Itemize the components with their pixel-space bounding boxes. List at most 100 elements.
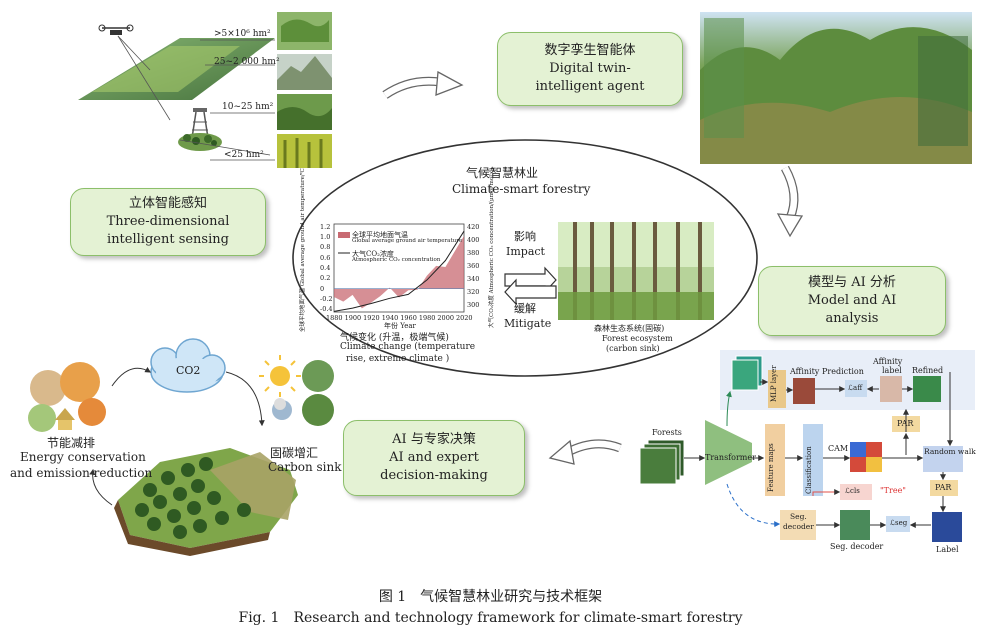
- energy-label-en2: and emission reduction: [10, 466, 153, 480]
- chart-legend-temp-en: Global average ground air temperature: [352, 238, 463, 244]
- legend-swatch-temperature: [338, 232, 350, 238]
- co2-line: [333, 230, 465, 312]
- forest-landscape: [114, 448, 298, 556]
- sensing-box: 立体智能感知 Three-dimensional intelligent sen…: [70, 188, 266, 256]
- y-left-tick-label: 1.0: [320, 232, 331, 241]
- y-left-tick-label: 0.2: [320, 274, 331, 283]
- co2-label: CO2: [176, 364, 201, 377]
- mlp-label: MLP layer: [770, 365, 778, 402]
- y-right-tick-label: 380: [467, 249, 480, 258]
- l-seg-box: [886, 516, 910, 532]
- x-tick-label: 2020: [456, 314, 473, 322]
- center-title-zh: 气候智慧林业: [466, 166, 539, 180]
- climate-caption-zh: 气候变化 (升温，极端气候): [340, 333, 449, 343]
- x-tick-label: 1940: [381, 314, 399, 322]
- seg-decoder-output-label: Seg. decoder: [830, 542, 884, 551]
- drone-icon: [98, 24, 134, 35]
- affinity-label-patch: [880, 376, 902, 402]
- impact-label-zh: 影响: [514, 230, 536, 243]
- y-right-tick-label: 320: [467, 288, 480, 297]
- decision-box: AI 与专家决策 AI and expert decision-making: [343, 420, 525, 496]
- x-tick-label: 1900: [344, 314, 362, 322]
- figure-caption-zh: 图 1 气候智慧林业研究与技术框架: [378, 589, 603, 605]
- x-tick-label: 1880: [326, 314, 343, 322]
- scale-label-tree: <25 hm²: [224, 150, 264, 160]
- model-title-en2: analysis: [825, 311, 879, 326]
- y-left-tick-label: 0: [320, 284, 325, 293]
- model-title-zh: 模型与 AI 分析: [808, 275, 896, 290]
- y-left-tick-label: 0.6: [320, 253, 331, 262]
- satellite-strip: [78, 38, 275, 100]
- digital-twin-title-en2: intelligent agent: [535, 79, 645, 94]
- sensing-title-en2: intelligent sensing: [107, 232, 229, 247]
- ground-plot: [178, 133, 271, 156]
- decision-title-en1: AI and expert: [389, 450, 479, 465]
- forest-ecosystem-photo: [558, 222, 714, 320]
- x-tick-label: 1920: [363, 314, 380, 322]
- y-right-tick-label: 360: [467, 262, 480, 271]
- impact-label-en: Impact: [506, 245, 545, 258]
- x-tick-label: 2000: [437, 314, 454, 322]
- figure-caption-en: Fig. 1 Research and technology framework…: [238, 610, 743, 626]
- y-right-tick-label: 420: [467, 223, 480, 232]
- y-right-tick-label: 340: [467, 275, 480, 284]
- co2-cloud: [150, 338, 226, 393]
- center-title-en: Climate-smart forestry: [452, 182, 591, 196]
- carbon-sink-icons: [259, 355, 334, 426]
- affinity-label: Affinity: [790, 367, 820, 376]
- y-left-tick-label: -0.4: [320, 305, 333, 314]
- decision-title-zh: AI 与专家决策: [392, 432, 476, 447]
- decision-title-en2: decision-making: [380, 468, 488, 483]
- l-cls-label: ℒcls: [845, 487, 860, 495]
- arrow-forest-to-energy: [89, 468, 113, 506]
- par-label-1: PAR: [897, 419, 914, 428]
- tree-label: "Tree": [880, 486, 906, 495]
- digital-twin-box: 数字孪生智能体 Digital twin- intelligent agent: [497, 32, 683, 106]
- refined-label: Refined: [912, 366, 944, 375]
- digital-twin-title-en1: Digital twin-: [549, 61, 631, 76]
- y-left-tick-label: 0.8: [320, 243, 331, 252]
- seg-decoder-box-label1: Seg.: [790, 512, 807, 521]
- chart-right-axis-label: 大气CO₂浓度 Atmospheric CO₂ concentration/(μ…: [489, 167, 495, 328]
- climate-chart: [333, 223, 465, 313]
- mitigate-label-zh: 缓解: [514, 302, 536, 315]
- chart-legend-temp-zh: 全球平均地面气温: [352, 231, 408, 239]
- center-ellipse: [292, 139, 758, 377]
- seg-decoder-output: [840, 510, 870, 540]
- mitigate-arrow: [504, 278, 557, 306]
- model-analysis-box: 模型与 AI 分析 Model and AI analysis: [758, 266, 946, 336]
- y-right-tick-label: 300: [467, 301, 480, 310]
- sink-label-en: Carbon sink: [268, 460, 342, 474]
- par-label-2: PAR: [935, 483, 952, 492]
- mlp-layer-box: [768, 370, 786, 408]
- forest-caption-zh: 森林生态系统(固碳): [594, 324, 665, 333]
- mlp-feature-stack: [731, 355, 763, 391]
- classification-box: [803, 424, 823, 496]
- transformer-block: [705, 420, 752, 485]
- model-title-en1: Model and AI: [807, 293, 897, 308]
- classification-label: Classification: [805, 446, 813, 494]
- y-left-tick-label: -0.2: [320, 295, 333, 304]
- label-patch: [932, 512, 962, 542]
- label-output-label: Label: [936, 545, 959, 554]
- chart-x-axis-label: 年份 Year: [384, 322, 416, 330]
- chart-left-axis-label: 全球平均地面气温 Global average ground air tempe…: [300, 168, 306, 332]
- chart-legend-co2-zh: 大气CO₂浓度: [352, 250, 394, 258]
- forest-caption-en2: (carbon sink): [606, 344, 660, 353]
- l-aff-label: ℒaff: [848, 384, 863, 392]
- transformer-label: Transformer: [705, 453, 756, 462]
- l-cls-box: [840, 484, 872, 500]
- seg-decoder-box-label2: decoder: [783, 522, 814, 531]
- climate-caption-en2: rise, extreme climate ): [346, 354, 450, 364]
- sink-label-zh: 固碳增汇: [270, 446, 319, 460]
- climate-caption-en1: Climate change (temperature: [340, 342, 476, 352]
- x-tick-label: 1960: [400, 314, 417, 322]
- energy-collage: [28, 362, 106, 432]
- energy-label-zh: 节能减排: [47, 436, 96, 450]
- scale-label-landscape: 25~2 000 hm²: [214, 57, 280, 67]
- seg-decoder-box: [780, 510, 816, 540]
- l-aff-box: [845, 380, 867, 397]
- cam-label: CAM: [828, 444, 849, 453]
- feature-maps-box: [765, 424, 785, 496]
